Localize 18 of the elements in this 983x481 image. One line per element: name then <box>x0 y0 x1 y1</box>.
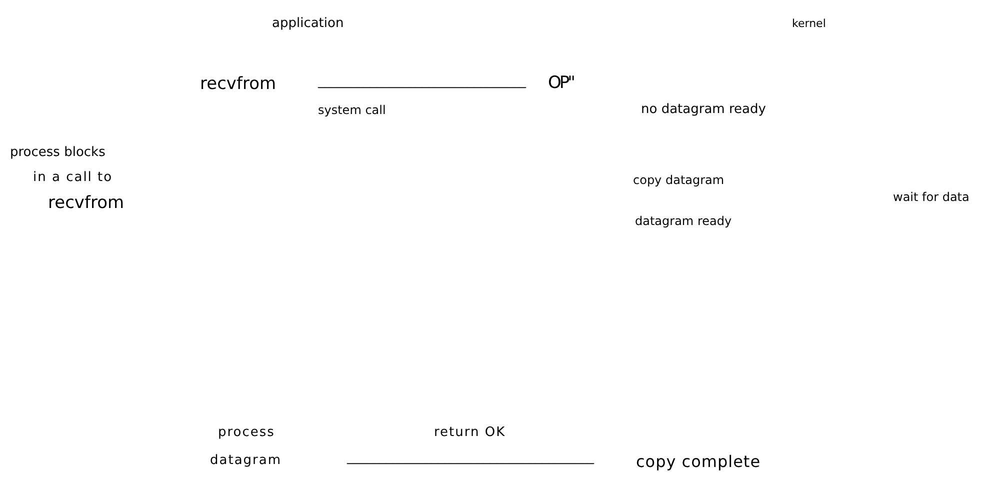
text-label: copy datagram <box>633 173 724 188</box>
text-label: recvfrom <box>48 193 124 214</box>
text-label: datagram <box>210 453 282 470</box>
text-label: process blocks <box>10 145 106 162</box>
text-label: kernel <box>792 17 826 31</box>
text-label: in a call to <box>33 170 113 186</box>
text-label: application <box>272 16 344 32</box>
text-label: wait for data <box>893 190 970 205</box>
text-label: OP" <box>548 73 574 94</box>
text-label: recvfrom <box>200 74 276 96</box>
text-label: copy complete <box>636 452 761 472</box>
text-label: process <box>218 425 275 442</box>
text-label: return OK <box>434 425 506 442</box>
text-label: no datagram ready <box>641 102 766 118</box>
text-label: datagram ready <box>635 214 732 229</box>
text-label: system call <box>318 103 386 118</box>
text-label: ________________________________ <box>318 74 526 90</box>
text-label: ______________________________________ <box>347 450 594 466</box>
